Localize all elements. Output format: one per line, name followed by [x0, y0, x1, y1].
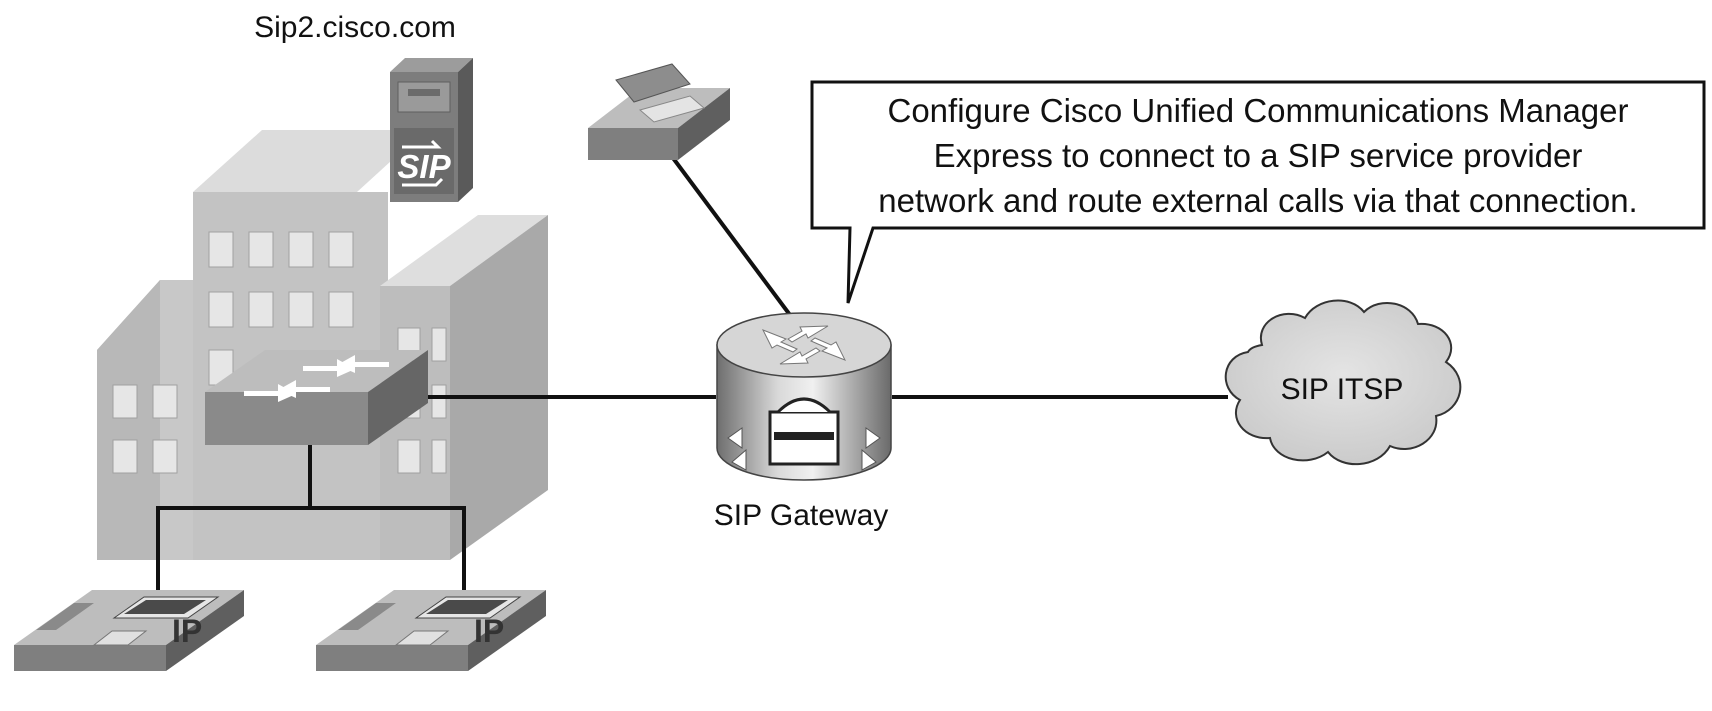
- sip-server-icon: SIP: [390, 58, 473, 202]
- voice-gateway-router-icon: [716, 312, 892, 481]
- callout-line-2: Express to connect to a SIP service prov…: [934, 137, 1583, 174]
- lan-switch-icon: [205, 350, 428, 445]
- gateway-label: SIP Gateway: [714, 499, 889, 532]
- server-label: Sip2.cisco.com: [254, 11, 456, 44]
- phone-gateway-link: [671, 156, 792, 317]
- ip-phone-bus-link: [156, 506, 466, 595]
- analog-phone-icon: [588, 63, 730, 160]
- connection-links: [156, 156, 1228, 595]
- cloud-icon: [1224, 299, 1462, 466]
- cloud-label: SIP ITSP: [1281, 373, 1404, 406]
- callout-box: Configure Cisco Unified Communications M…: [810, 80, 1706, 304]
- ip-phone-icon: IP: [14, 590, 244, 671]
- sip-logo: SIP: [397, 148, 451, 185]
- ip-phone-badge: IP: [474, 613, 504, 649]
- callout-line-1: Configure Cisco Unified Communications M…: [887, 92, 1628, 129]
- office-building-icon: [97, 130, 548, 560]
- ip-phone-badge: IP: [172, 613, 202, 649]
- ip-phone-icon: IP: [316, 590, 546, 671]
- callout-line-3: network and route external calls via tha…: [878, 182, 1637, 219]
